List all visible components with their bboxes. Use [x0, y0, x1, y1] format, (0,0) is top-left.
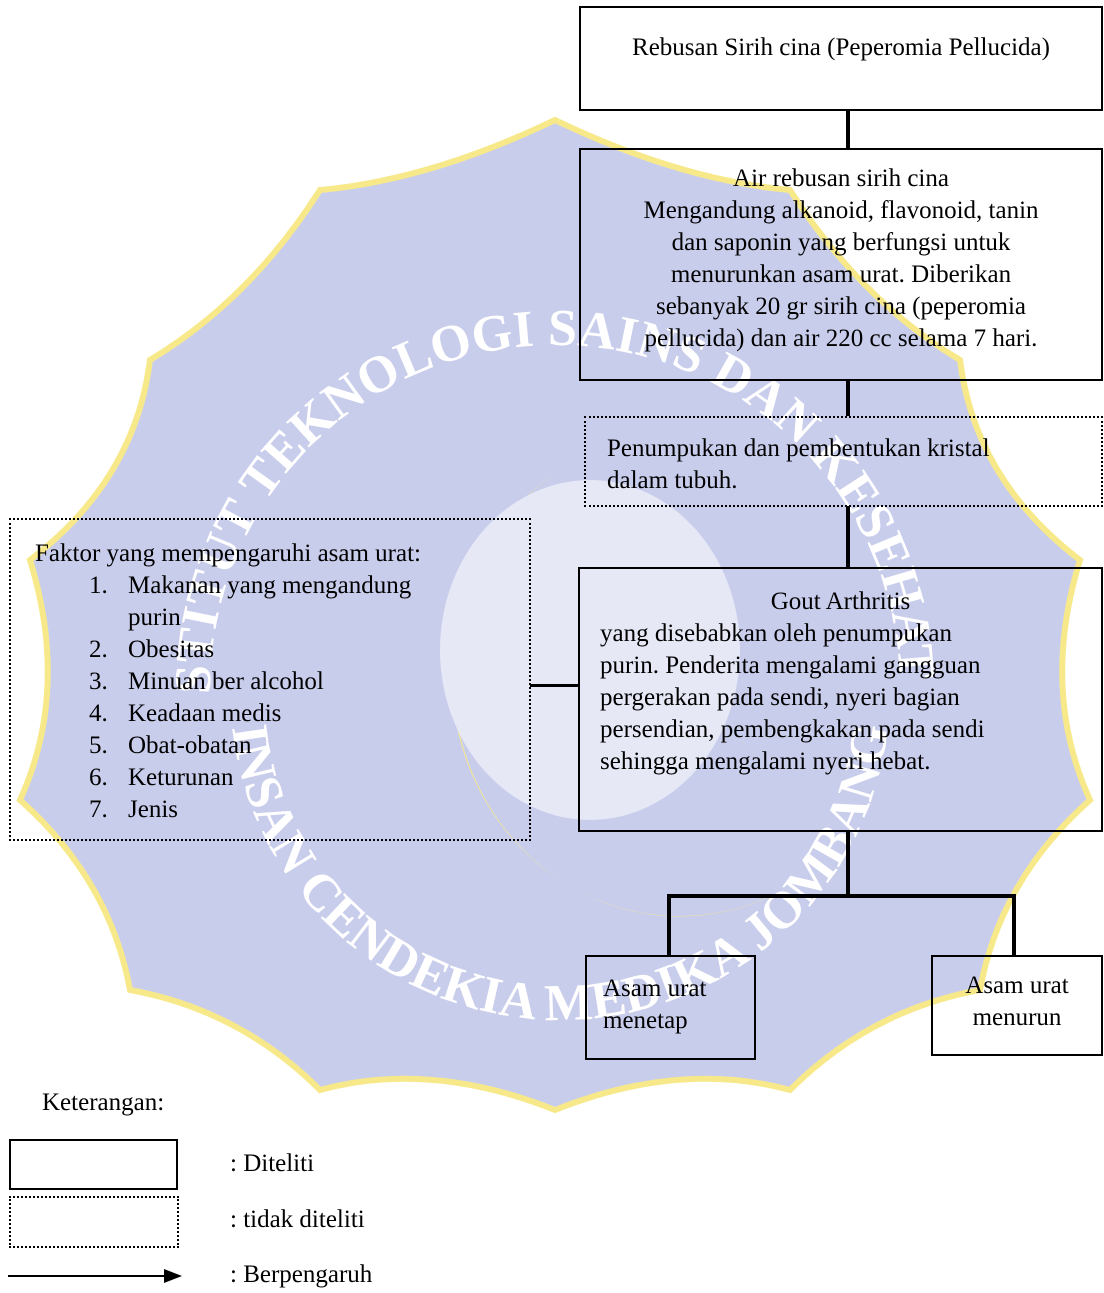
crystal-buildup-box: Penumpukan dan pembentukan kristal dalam… [584, 416, 1103, 507]
intervention-box: Rebusan Sirih cina (Peperomia Pellucida) [579, 6, 1103, 111]
factor-text: Keturunan [128, 764, 234, 791]
factor-text: Keadaan medis [128, 700, 282, 727]
factor-text: Makanan yang mengandung [128, 572, 412, 599]
legend-dotted-box-sample [9, 1196, 179, 1248]
outcome-decrease-box: Asam urat menurun [931, 955, 1103, 1056]
factors-list-item: 5. Obat-obatan [11, 730, 529, 762]
legend-title: Keterangan: [42, 1089, 165, 1116]
connector-branch-horizontal [667, 894, 1016, 898]
factors-list: 1. Makanan yang mengandung purin 2. Obes… [11, 570, 529, 826]
decoction-line: pellucida) dan air 220 cc selama 7 hari. [644, 325, 1038, 352]
legend-dotted-label: : tidak diteliti [230, 1206, 365, 1233]
crystal-line: Penumpukan dan pembentukan kristal [607, 435, 990, 462]
decoction-content-box: Air rebusan sirih cina Mengandung alkano… [579, 148, 1103, 381]
gout-title: Gout Arthritis [770, 588, 911, 615]
factor-text: Obesitas [128, 636, 215, 663]
decoction-line: menurunkan asam urat. Diberikan [670, 261, 1012, 288]
gout-line: pergerakan pada sendi, nyeri bagian [600, 684, 960, 711]
connector-content-crystal [846, 380, 850, 416]
factors-list-item: 1. Makanan yang mengandung purin [11, 570, 529, 634]
factor-number: 6. [89, 764, 108, 791]
factor-number: 5. [89, 732, 108, 759]
connector-crystal-gout [846, 506, 850, 568]
gout-arthritis-box: Gout Arthritis yang disebabkan oleh penu… [578, 567, 1103, 832]
outcome-stays-line: menetap [603, 1007, 688, 1034]
factor-number: 4. [89, 700, 108, 727]
connector-factors-gout [530, 684, 579, 687]
factors-box: Faktor yang mempengaruhi asam urat: 1. M… [9, 518, 531, 841]
factors-list-item: 4. Keadaan medis [11, 698, 529, 730]
gout-line: purin. Penderita mengalami gangguan [600, 652, 981, 679]
factor-number: 7. [89, 796, 108, 823]
connector-branch-left [667, 894, 671, 956]
legend-solid-box-sample [9, 1139, 178, 1190]
legend-solid-label: : Diteliti [230, 1150, 315, 1177]
connector-gout-branch [846, 832, 850, 896]
crystal-line: dalam tubuh. [607, 467, 738, 494]
factors-list-item: 3. Minuan ber alcohol [11, 666, 529, 698]
outcome-stays-box: Asam urat menetap [585, 955, 756, 1060]
decoction-title: Air rebusan sirih cina [733, 165, 949, 192]
factor-text: Obat-obatan [128, 732, 252, 759]
watermark-inner-disc [440, 480, 740, 820]
decoction-line: sebanyak 20 gr sirih cina (peperomia [655, 293, 1026, 320]
legend-arrow-label: : Berpengaruh [230, 1261, 373, 1288]
factor-number: 2. [89, 636, 108, 663]
watermark-flower-outline [16, 116, 1094, 1114]
outcome-decrease-line: Asam urat [965, 972, 1069, 999]
connector-intervention-content [846, 110, 850, 148]
connector-branch-right [1012, 894, 1016, 956]
factor-number: 1. [89, 572, 108, 599]
factor-number: 3. [89, 668, 108, 695]
decoction-line: Mengandung alkanoid, flavonoid, tanin [643, 197, 1039, 224]
gout-line: yang disebabkan oleh penumpukan [600, 620, 952, 647]
intervention-text: Rebusan Sirih cina (Peperomia Pellucida) [632, 34, 1050, 61]
factor-text: Jenis [128, 796, 178, 823]
factor-text: Minuan ber alcohol [128, 668, 324, 695]
gout-line: persendian, pembengkakan pada sendi [600, 716, 985, 743]
factor-text-continued: purin [128, 604, 181, 631]
gout-line: sehingga mengalami nyeri hebat. [600, 748, 931, 775]
factors-list-item: 7. Jenis [11, 794, 529, 826]
outcome-stays-line: Asam urat [603, 975, 707, 1002]
factors-list-item: 2. Obesitas [11, 634, 529, 666]
outcome-decrease-line: menurun [972, 1004, 1062, 1031]
factors-list-item: 6. Keturunan [11, 762, 529, 794]
legend-arrow-icon [8, 1269, 182, 1283]
decoction-line: dan saponin yang berfungsi untuk [671, 229, 1011, 256]
factors-heading: Faktor yang mempengaruhi asam urat: [35, 540, 421, 567]
